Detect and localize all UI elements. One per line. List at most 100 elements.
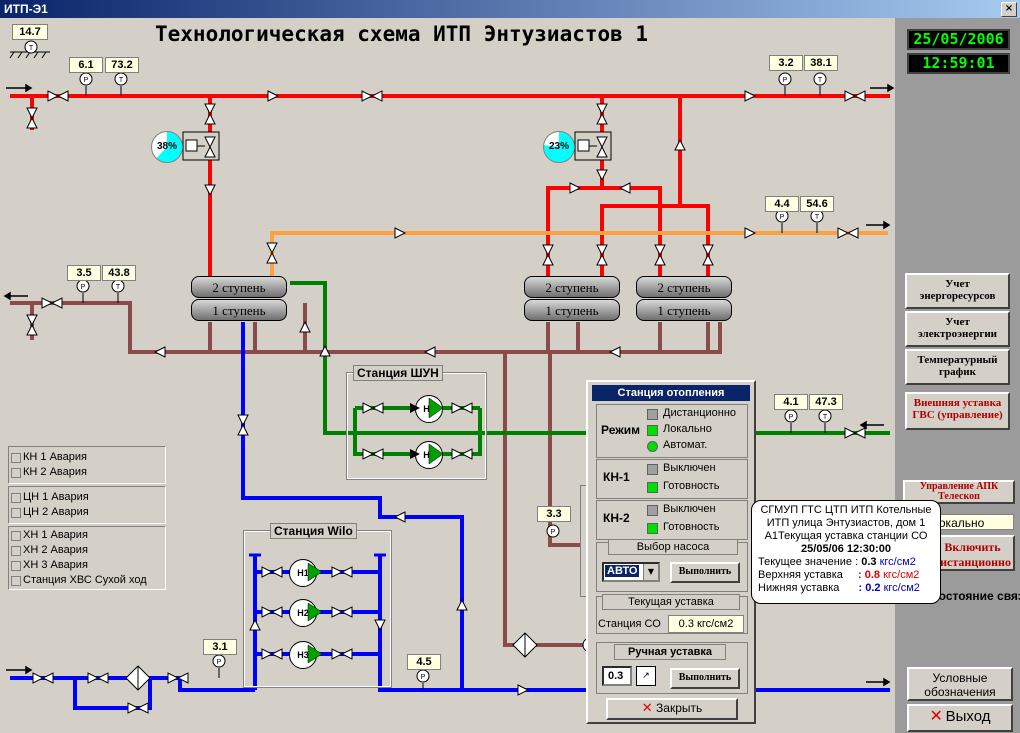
svg-text:T: T [818,77,823,84]
pressure-readout: 6.1 [69,57,103,73]
chevron-down-icon[interactable]: ▼ [643,564,658,580]
alarm-item: ЦН 1 Авария [9,490,165,505]
dialog-close-label: Закрыть [656,701,703,715]
tooltip-current-label: Текущее значение : [758,556,859,568]
valve-symbols [26,90,866,714]
tooltip-unit: кгс/см2 [879,556,916,568]
manual-setpoint-input[interactable]: 0.3 [602,666,632,686]
pipe-end-arrows [3,83,895,687]
kn1-ready-label: Готовность [663,480,720,492]
led-remote [647,409,658,420]
tooltip-upper-value: : 0.8 [857,569,880,581]
outdoor-temp-value: 14.7 [12,24,48,40]
control-valve-symbols [182,131,612,161]
heating-station-dialog: Станция отопления Режим Дистанционно Лок… [586,380,756,724]
tooltip-current-row: Текущее значение : 0.3 кгс/см2 [758,556,934,569]
tooltip-unit: кгс/см2 [883,569,920,581]
svg-text:T: T [823,414,828,421]
svg-text:P: P [789,414,794,421]
kn1-off-label: Выключен [663,462,716,474]
pressure-readout: 3.2 [769,55,803,71]
enable-remote-button[interactable]: Включить дистанционно [930,535,1015,571]
alarm-item: ХН 3 Авария [9,558,165,573]
wilo-station-title[interactable]: Станция Wilo [270,523,357,539]
current-setpoint-value: 0.3 кгс/см2 [668,615,744,633]
alarm-item: КН 1 Авария [9,450,165,465]
setpoint-stepper-icon[interactable]: ↗ [636,666,656,686]
svg-text:P: P [217,659,222,666]
setpoint-tooltip: СГМУП ГТС ЦТП ИТП Котельные ИТП улица Эн… [751,500,941,604]
manual-setpoint-section [596,642,748,694]
svg-text:T: T [116,284,121,291]
led-auto [647,441,658,452]
energy-accounting-button[interactable]: Учет энергоресурсов [905,273,1010,309]
temperature-readout: 73.2 [105,57,139,73]
alarm-item: ЦН 2 Авария [9,505,165,520]
time-display: 12:59:01 [907,53,1010,74]
valve-position-indicator[interactable]: 23% [543,131,575,163]
gvs-pipes [270,231,888,278]
shun-pump-triangles [410,403,420,459]
local-mode-indicator: Локально [922,514,1014,530]
heat-exchanger-stage-2[interactable]: 2 ступень [636,276,732,298]
exit-button[interactable]: ✕ Выход [907,704,1013,732]
tooltip-line: А1Текущая уставка станции СО [764,530,928,542]
alarm-group-cn: ЦН 1 Авария ЦН 2 Авария [8,486,166,524]
flow-arrows [153,90,757,696]
valve-position-indicator[interactable]: 38% [151,131,183,163]
legend-button[interactable]: Условные обозначения [907,667,1013,701]
pump-select-value: АВТО [605,565,640,577]
date-display: 25/05/2006 [907,29,1010,50]
electricity-accounting-button[interactable]: Учет электроэнергии [905,311,1010,347]
pressure-readout: 4.4 [765,196,799,212]
kn2-section: КН-2 Выключен Готовность [596,500,748,540]
mode-remote-label: Дистанционно [663,407,737,419]
tooltip-line: ИТП улица Энтузиастов, дом 1 [766,517,926,529]
dialog-close-button[interactable]: ✕ Закрыть [606,698,738,720]
exit-label: Выход [945,708,991,725]
tooltip-lower-label: Нижняя уставка [758,582,840,594]
shun-station-title[interactable]: Станция ШУН [353,365,443,381]
alarm-group-kn: КН 1 Авария КН 2 Авария [8,446,166,484]
close-x-icon: ✕ [929,706,943,725]
temperature-readout: 43.8 [102,265,136,281]
manual-setpoint-execute-button[interactable]: Выполнить [670,668,740,689]
close-window-button[interactable]: × [1001,2,1017,17]
svg-text:T: T [815,214,820,221]
setpoint-number: 0.3 [678,618,694,630]
pressure-readout: 4.5 [407,654,441,670]
heat-exchanger-stage-2[interactable]: 2 ступень [524,276,620,298]
tooltip-timestamp: 25/05/06 12:30:00 [801,543,891,555]
tooltip-upper-row: Верхняя уставка : 0.8 кгс/см2 [758,569,934,582]
temperature-readout: 38.1 [804,55,838,71]
heat-exchanger-stage-1[interactable]: 1 ступень [524,299,620,321]
gauge-symbols [24,40,832,690]
link-status-label: Состояние связи [930,589,1020,603]
close-x-icon: ✕ [641,701,653,716]
gvs-setpoint-button[interactable]: Внешняя уставка ГВС (управление) [905,392,1010,430]
temperature-chart-button[interactable]: Температурный график [905,349,1010,385]
shun-pump-green-triangles [428,397,444,465]
pump-select-dropdown[interactable]: АВТО ▼ [602,562,660,582]
heat-exchanger-stage-1[interactable]: 1 ступень [191,299,287,321]
led-kn2-off [647,505,658,516]
led-kn1-ready [647,482,658,493]
pressure-readout: 3.5 [67,265,101,281]
heat-exchanger-stage-1[interactable]: 1 ступень [636,299,732,321]
svg-text:P: P [783,77,788,84]
filter-symbols [125,632,538,691]
current-setpoint-title: Текущая уставка [602,594,740,610]
pressure-readout: 4.1 [774,394,808,410]
temperature-readout: 47.3 [809,394,843,410]
heat-exchanger-stage-2[interactable]: 2 ступень [191,276,287,298]
mode-label: Режим [601,423,640,437]
temperature-readout: 54.6 [800,196,834,212]
pipe-diagram: PT PT PT PT PT PPP T [3,40,895,714]
pump-select-execute-button[interactable]: Выполнить [670,562,740,583]
alarm-item: ХН 2 Авария [9,543,165,558]
scheme-title: Технологическая схема ИТП Энтузиастов 1 [155,22,649,46]
tooltip-upper-label: Верхняя уставка [758,569,843,581]
led-local [647,425,658,436]
svg-text:T: T [119,77,124,84]
